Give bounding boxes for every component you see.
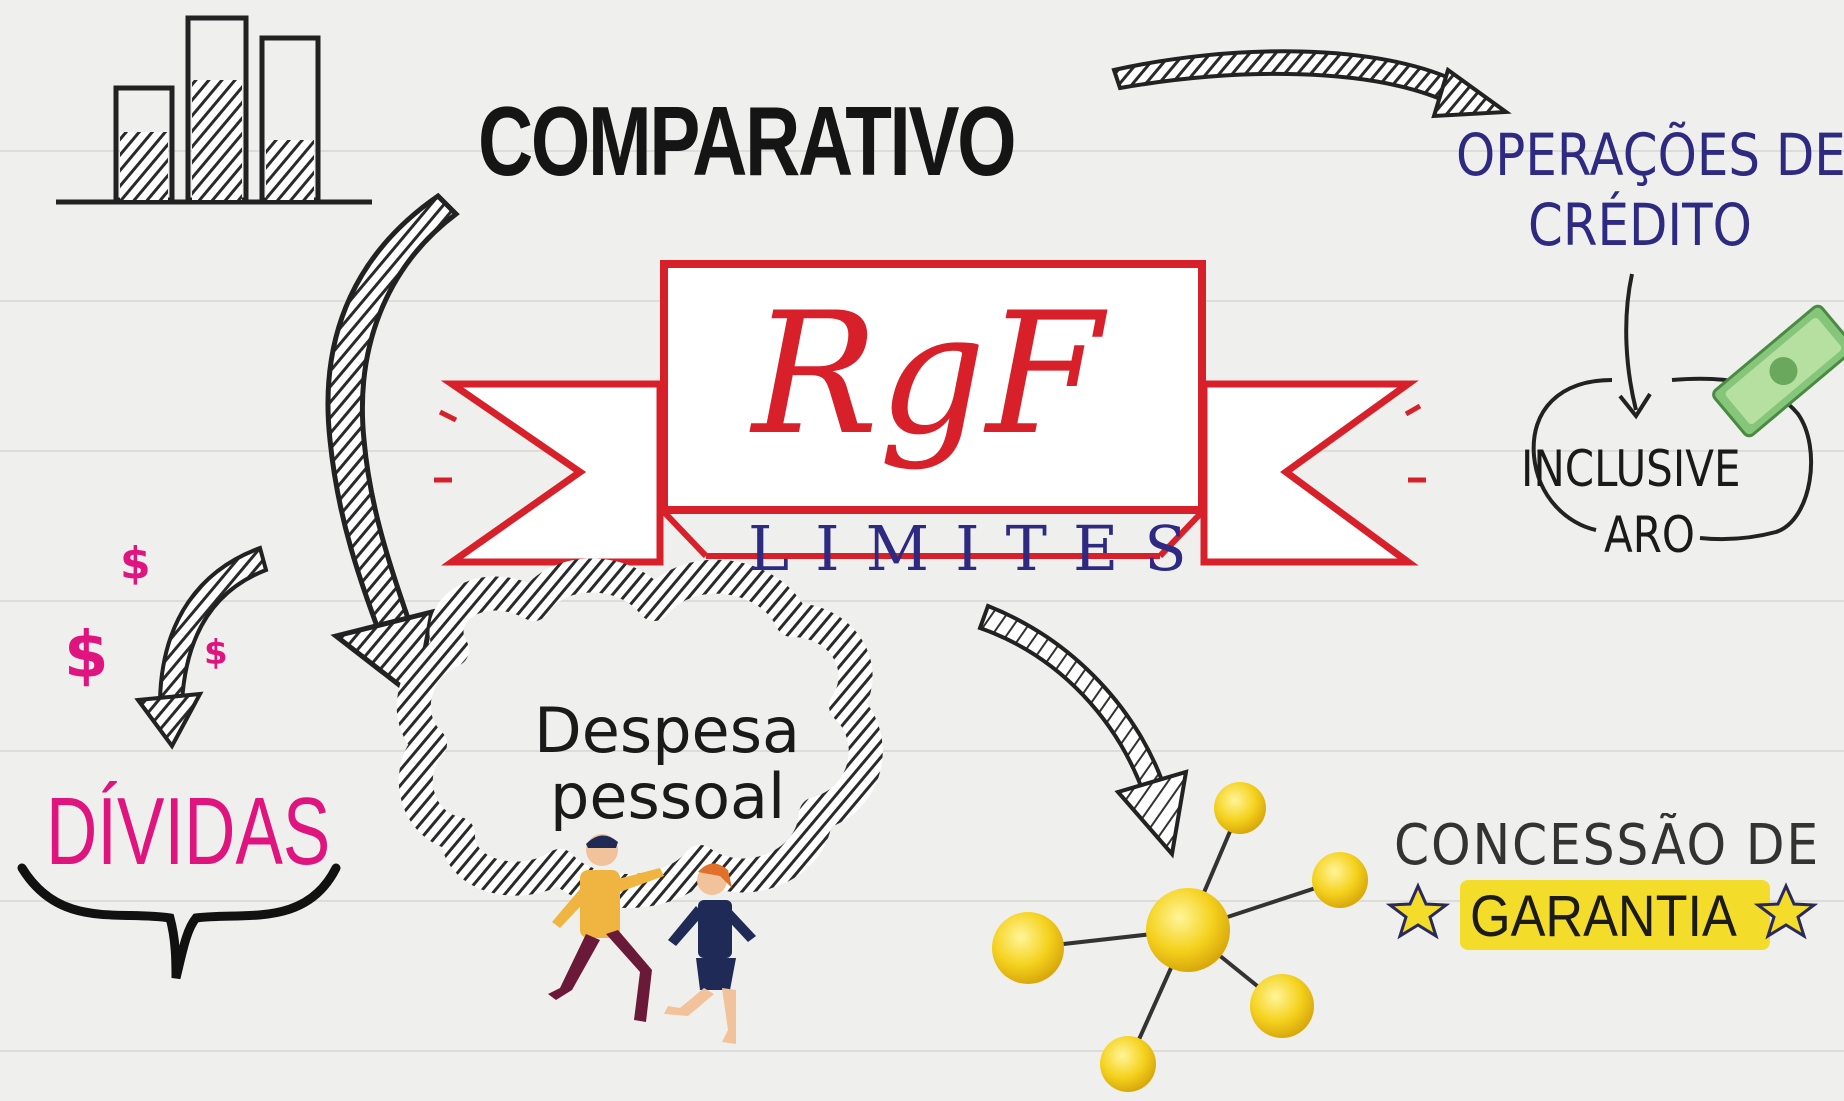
banknote-icon xyxy=(1712,304,1844,438)
operacoes-label-line2: CRÉDITO xyxy=(1528,191,1752,259)
garantia-label: GARANTIA xyxy=(1470,884,1737,949)
rgf-banner xyxy=(434,260,1426,566)
despesa-label: Despesa xyxy=(534,694,800,767)
dollar-sign-2: $ xyxy=(64,619,109,693)
running-people-icon xyxy=(548,834,756,1044)
comparativo-label: COMPARATIVO xyxy=(478,86,1017,196)
dividas-label: DÍVIDAS xyxy=(46,778,331,885)
star-icon xyxy=(1385,882,1451,940)
limites-label: LIMITES xyxy=(748,512,1213,585)
arrow-to-garantia xyxy=(977,603,1189,859)
network-nodes-icon xyxy=(992,782,1368,1092)
aro-label: ARO xyxy=(1604,506,1695,564)
pessoal-label: pessoal xyxy=(550,760,786,833)
operacoes-label-line1: OPERAÇÕES DE xyxy=(1456,121,1844,189)
star-icon-right xyxy=(1753,882,1819,940)
dollar-sign-3: $ xyxy=(204,633,228,673)
arrow-to-dividas xyxy=(134,545,269,750)
garantia-highlight xyxy=(1460,880,1770,950)
dollar-sign-1: $ xyxy=(120,538,151,589)
arrow-to-operacoes xyxy=(1111,49,1512,119)
inclusive-label: INCLUSIVE xyxy=(1521,440,1741,498)
rgf-title: RgF xyxy=(752,276,1103,472)
thought-cloud xyxy=(396,558,883,908)
concessao-label: CONCESSÃO DE xyxy=(1394,813,1821,878)
dividas-brace xyxy=(17,863,341,980)
bar-chart-icon xyxy=(56,15,372,205)
arrow-to-inclusive xyxy=(1624,273,1638,411)
